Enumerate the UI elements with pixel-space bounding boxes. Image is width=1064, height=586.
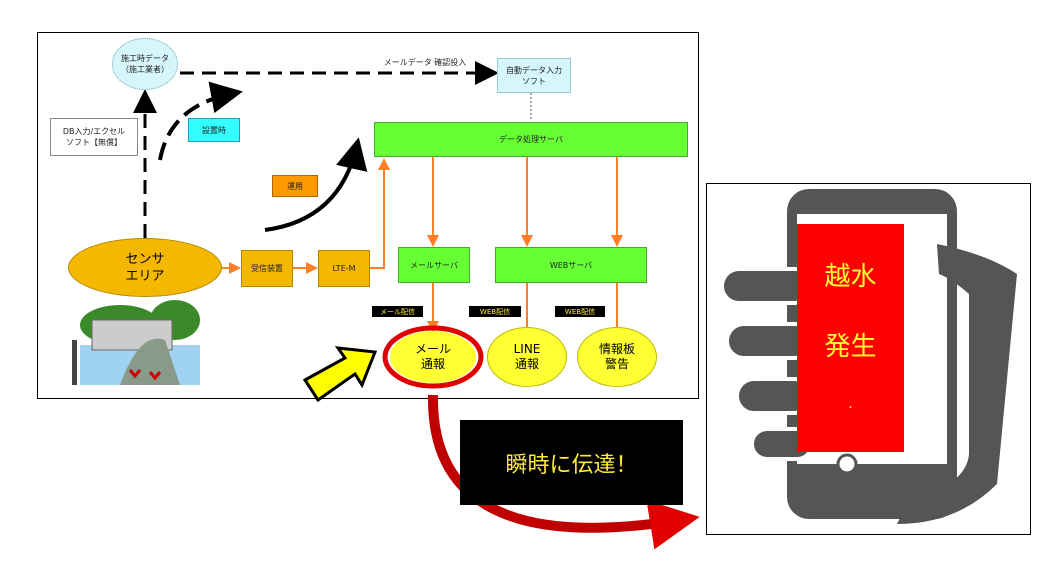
receiver-box: 受信装置 <box>241 250 293 287</box>
db-input-box: DB入力/エクセル ソフト【無償】 <box>50 118 138 156</box>
phone-alert-panel: 越水 発生 . <box>706 183 1031 535</box>
line-notify-node: LINE 通報 <box>487 327 567 387</box>
phone-screen: 越水 発生 . <box>797 224 904 452</box>
mail-notify-highlight-ring <box>382 325 484 389</box>
auto-input-software-box: 自動データ入力 ソフト <box>497 58 571 93</box>
sensor-site-illustration <box>72 300 200 385</box>
mail-notify-node: メール 通報 <box>390 331 476 383</box>
alert-text-occurred: 発生 <box>824 331 877 362</box>
operation-label: 運用 <box>272 175 318 197</box>
sensor-area-node: センサ エリア <box>68 238 222 297</box>
web-server-box: WEBサーバ <box>495 247 647 283</box>
yellow-pointer-arrow <box>302 346 378 403</box>
operation-curved-arrow <box>264 137 368 232</box>
alert-dot: . <box>848 396 853 412</box>
instant-delivery-callout: 瞬時に伝達！ <box>460 420 683 505</box>
mail-data-label: メールデータ 確認投入 <box>383 57 467 67</box>
lte-m-box: LTE-M <box>318 250 370 287</box>
data-processing-server: データ処理サーバ <box>374 122 688 157</box>
red-curved-arrow <box>427 394 700 550</box>
mail-delivery-label: メール配信 <box>372 306 423 317</box>
web-delivery-label-1: WEB配信 <box>469 306 521 317</box>
construction-data-node: 施工時データ （施工業者） <box>112 38 178 90</box>
system-diagram-frame <box>37 32 699 399</box>
setup-curved-arrow <box>158 81 243 161</box>
setup-label: 設置時 <box>188 118 240 142</box>
alert-text-overflow: 越水 <box>824 261 877 292</box>
mail-server-box: メールサーバ <box>398 247 470 283</box>
board-warning-node: 情報板 警告 <box>577 327 657 387</box>
web-delivery-label-2: WEB配信 <box>555 306 605 317</box>
